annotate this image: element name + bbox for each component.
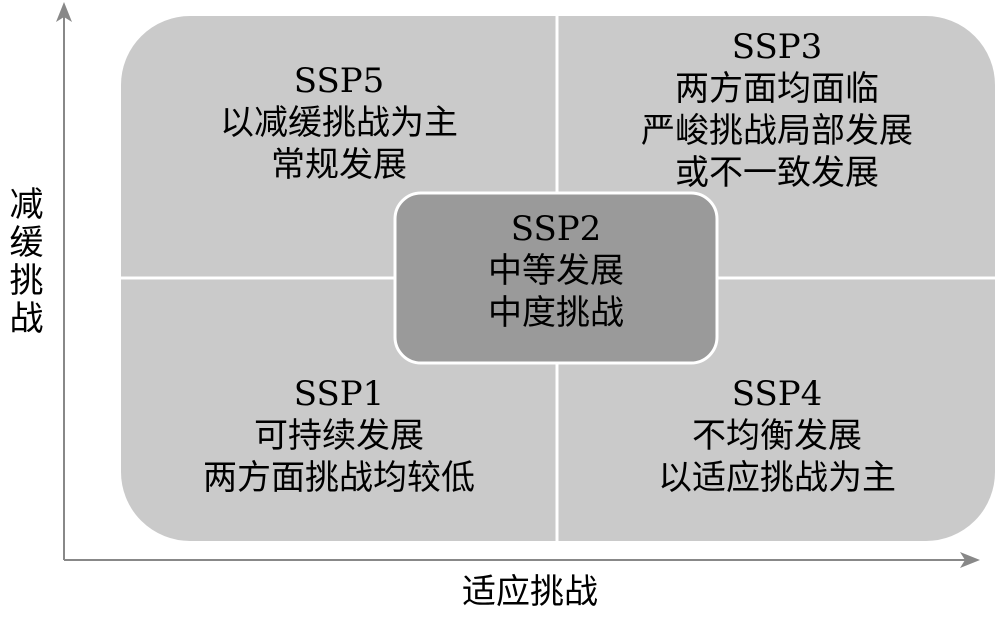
ssp1-line-2: 两方面挑战均较低 (203, 458, 475, 498)
ssp1-title: SSP1 (293, 374, 385, 414)
ssp3-line-3: 或不一致发展 (675, 153, 879, 193)
ssp3-line-2: 严峻挑战局部发展 (641, 111, 913, 151)
quadrant-ssp3-text: SSP3 两方面均面临 严峻挑战局部发展 或不一致发展 (558, 26, 996, 194)
quadrant-ssp5-text: SSP5 以减缓挑战为主 常规发展 (120, 60, 558, 186)
ssp4-line-2: 以适应挑战为主 (658, 458, 896, 498)
center-box (393, 191, 719, 365)
ssp5-line-2: 常规发展 (271, 145, 407, 185)
ssp5-line-1: 以减缓挑战为主 (220, 103, 458, 143)
ssp4-title: SSP4 (731, 374, 823, 414)
ssp3-line-1: 两方面均面临 (675, 69, 879, 109)
y-axis-arrow-icon (56, 2, 72, 22)
x-axis-arrow-icon (960, 552, 980, 568)
quadrant-ssp1-text: SSP1 可持续发展 两方面挑战均较低 (120, 373, 558, 499)
y-axis-label: 减缓挑战 (3, 186, 43, 338)
ssp3-title: SSP3 (731, 27, 823, 67)
ssp1-line-1: 可持续发展 (254, 416, 424, 456)
ssp2-line-1: 中等发展 (488, 251, 624, 291)
ssp5-title: SSP5 (293, 61, 385, 101)
center-ssp2-text: SSP2 中等发展 中度挑战 (395, 208, 717, 334)
ssp2-line-2: 中度挑战 (488, 293, 624, 333)
quadrant-ssp4-text: SSP4 不均衡发展 以适应挑战为主 (558, 373, 996, 499)
ssp2-title: SSP2 (510, 209, 602, 249)
x-axis-label: 适应挑战 (462, 572, 598, 612)
ssp4-line-1: 不均衡发展 (692, 416, 862, 456)
